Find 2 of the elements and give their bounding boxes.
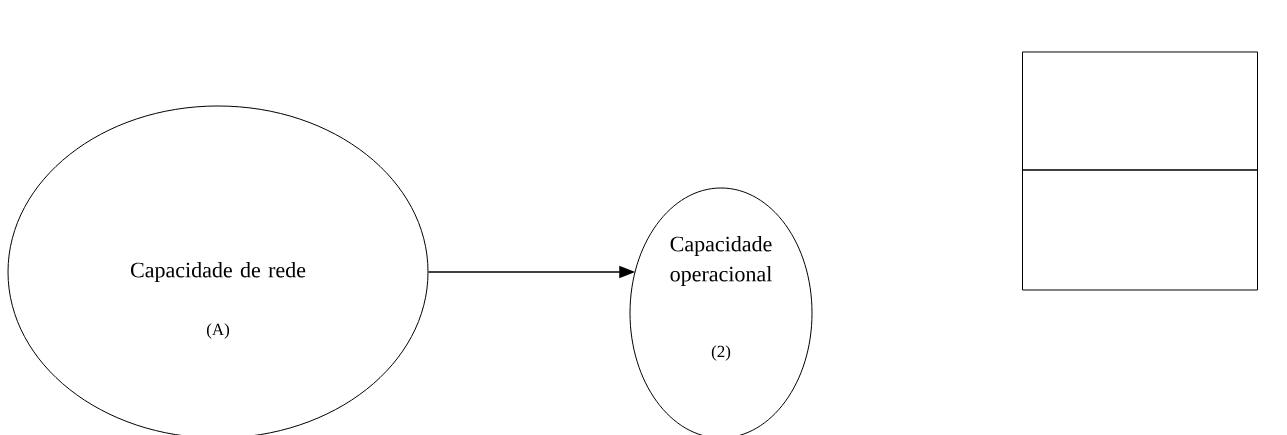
- table-cell: [1022, 51, 1258, 171]
- table-cell: [1022, 169, 1258, 291]
